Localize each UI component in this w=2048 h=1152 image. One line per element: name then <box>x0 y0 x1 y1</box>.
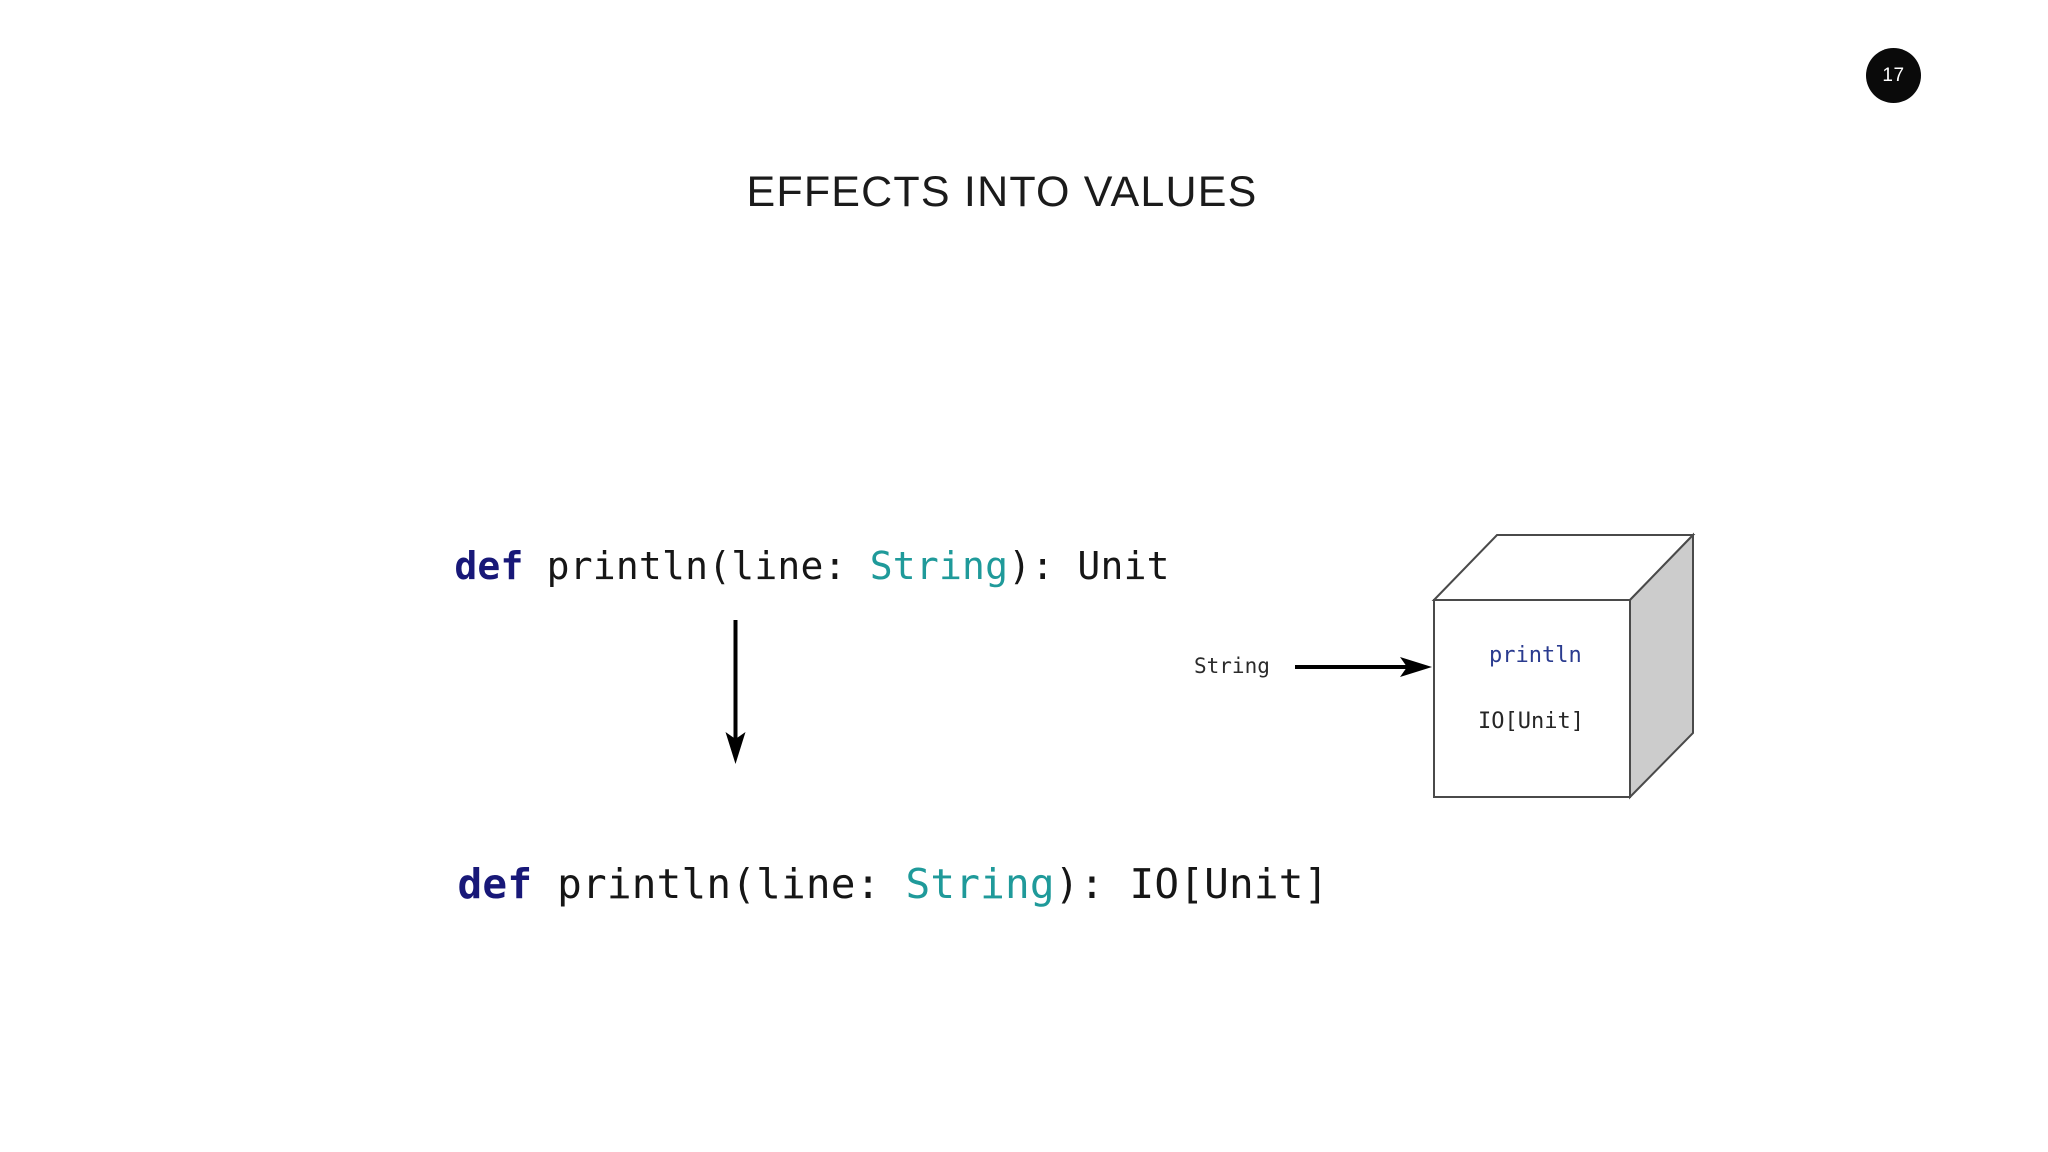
code-line-before: def println(line: String): Unit <box>362 500 1170 632</box>
io-cube-diagram <box>1170 510 1740 830</box>
code-type-string-before: String <box>869 544 1009 588</box>
page-title: EFFECTS INTO VALUES <box>0 168 2048 217</box>
code-keyword-def-before: def <box>454 544 524 588</box>
cube-front-label: println <box>1489 643 1582 668</box>
code-return-type-after: IO[Unit] <box>1129 860 1329 908</box>
page-number-badge: 17 <box>1866 48 1921 103</box>
input-type-label: String <box>1194 654 1270 678</box>
code-type-string-after: String <box>905 860 1055 908</box>
code-keyword-def-after: def <box>457 860 533 908</box>
code-return-type-before: Unit <box>1077 544 1170 588</box>
page-title-text: EFFECTS INTO VALUES <box>746 168 1258 216</box>
code-mid-after: ): <box>1054 860 1130 908</box>
code-signature-after: println(line: <box>532 860 906 908</box>
cube-front-face <box>1433 599 1631 798</box>
code-signature-before: println(line: <box>523 544 870 588</box>
transform-arrow-icon <box>706 612 766 772</box>
code-line-after: def println(line: String): IO[Unit] <box>358 812 1329 956</box>
input-arrow-icon <box>1295 657 1432 677</box>
code-mid-before: ): <box>1008 544 1078 588</box>
cube-output-label: IO[Unit] <box>1478 709 1584 734</box>
